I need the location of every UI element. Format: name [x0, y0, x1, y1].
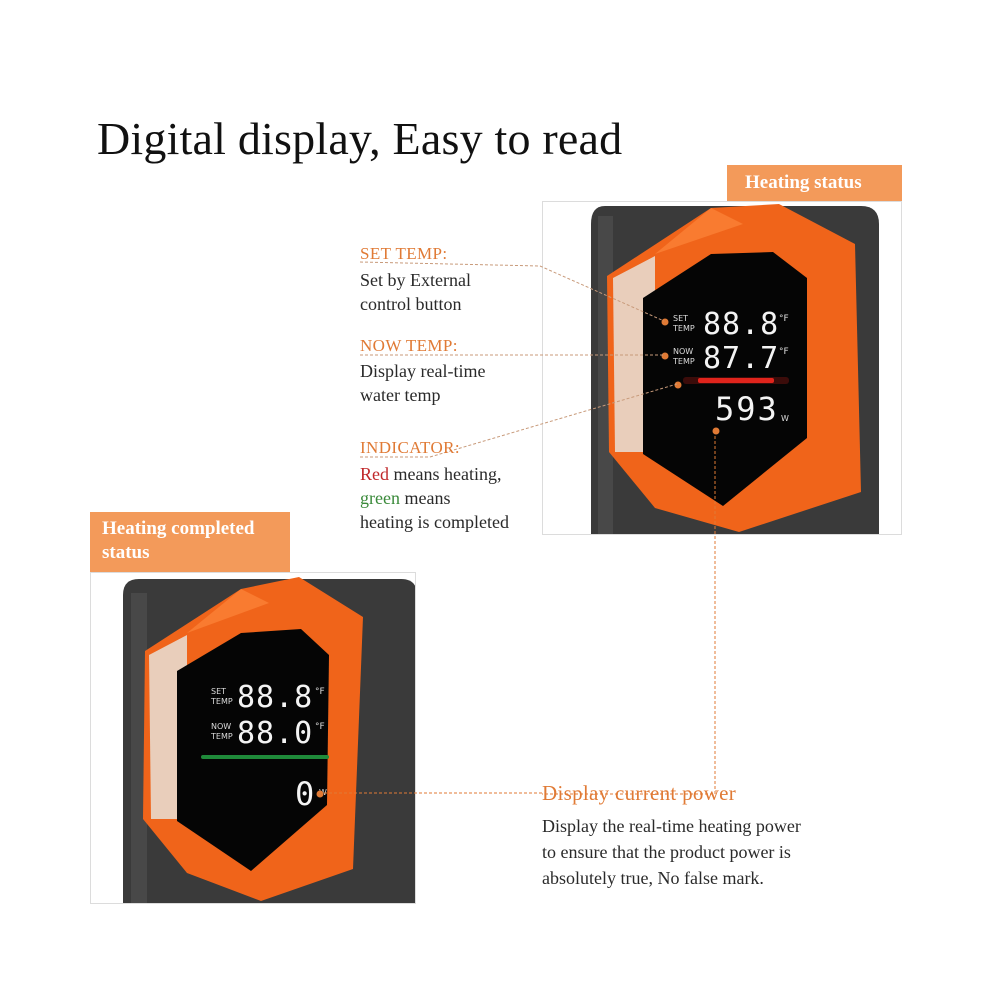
heating-status-tag: Heating status — [727, 165, 902, 201]
indicator-description: Red means heating, green means heating i… — [360, 462, 545, 534]
now-temp-value: 88.0 — [237, 716, 313, 751]
now-temp-label: NOW — [673, 347, 693, 356]
indicator-bar-red — [698, 378, 774, 383]
power-marker-top — [712, 427, 720, 435]
lcd-screen — [177, 629, 329, 871]
heating-completed-status-tag: Heating completed status — [90, 512, 290, 572]
heating-completed-photo: SET TEMP 88.8 °F NOW TEMP 88.0 °F 0 W — [90, 572, 416, 904]
set-temp-label-2: TEMP — [210, 697, 233, 706]
heating-status-photo: SET TEMP 88.8 °F NOW TEMP 87.7 °F 593 W — [542, 201, 902, 535]
power-value: 593 — [715, 390, 779, 428]
power-line-3: absolutely true, No false mark. — [542, 868, 764, 888]
indicator-line-3: heating is completed — [360, 512, 509, 532]
set-temp-line-2: control button — [360, 294, 462, 314]
set-temp-label: SET — [673, 314, 688, 323]
set-temp-heading: SET TEMP: — [360, 244, 448, 263]
set-temp-label-2: TEMP — [672, 324, 695, 333]
power-value: 0 — [295, 775, 314, 813]
set-temp-marker — [661, 318, 669, 326]
power-line-1: Display the real-time heating power — [542, 816, 801, 836]
set-temp-unit: °F — [315, 687, 325, 697]
set-temp-line-1: Set by External — [360, 270, 471, 290]
heater-display-heating: SET TEMP 88.8 °F NOW TEMP 87.7 °F 593 W — [591, 204, 879, 534]
set-temp-value: 88.8 — [237, 680, 313, 715]
page-title: Digital display, Easy to read — [97, 113, 623, 164]
red-word: Red — [360, 464, 389, 484]
now-temp-label: NOW — [211, 722, 231, 731]
indicator-marker — [674, 381, 682, 389]
red-rest: means heating, — [389, 464, 502, 484]
heater-display-completed: SET TEMP 88.8 °F NOW TEMP 88.0 °F 0 W — [123, 577, 415, 903]
now-temp-line-1: Display real-time — [360, 361, 486, 381]
set-temp-description: Set by External control button — [360, 268, 471, 316]
power-description: Display the real-time heating power to e… — [542, 813, 801, 891]
set-temp-label: SET — [211, 687, 226, 696]
now-temp-unit: °F — [315, 722, 325, 732]
green-word: green — [360, 488, 400, 508]
now-temp-unit: °F — [779, 347, 789, 357]
indicator-bar-green — [201, 755, 329, 759]
now-temp-label-2: TEMP — [672, 357, 695, 366]
power-line-2: to ensure that the product power is — [542, 842, 791, 862]
now-temp-heading: NOW TEMP: — [360, 336, 458, 355]
set-temp-unit: °F — [779, 314, 789, 324]
power-marker-bottom — [316, 790, 324, 798]
now-temp-label-2: TEMP — [210, 732, 233, 741]
indicator-line-1: Red means heating, — [360, 462, 545, 486]
now-temp-value: 87.7 — [703, 341, 779, 376]
now-temp-marker — [661, 352, 669, 360]
indicator-line-2: green means — [360, 486, 545, 510]
now-temp-line-2: water temp — [360, 385, 441, 405]
power-heading: Display current power — [542, 781, 737, 805]
indicator-heading: INDICATOR: — [360, 438, 461, 457]
now-temp-description: Display real-time water temp — [360, 359, 485, 407]
set-temp-value: 88.8 — [703, 307, 779, 342]
green-rest: means — [399, 488, 451, 508]
power-unit: W — [781, 414, 789, 423]
